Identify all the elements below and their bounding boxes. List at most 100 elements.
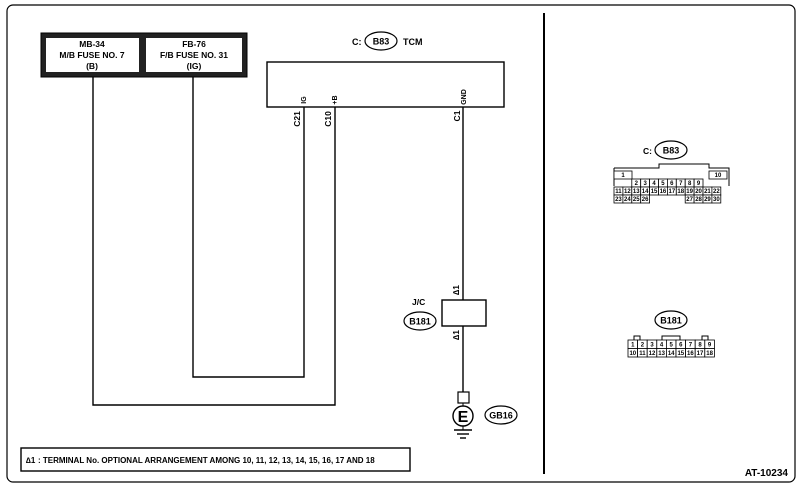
fuse-box-fb76 <box>146 38 242 72</box>
b181-pin-1: 1 <box>631 343 635 349</box>
b83-pin-8: 8 <box>688 181 692 187</box>
pin-c1-signal: GND <box>461 89 468 105</box>
b83-pin-10: 10 <box>715 173 722 179</box>
b83-pin-21: 21 <box>704 189 711 195</box>
note-text: : TERMINAL No. OPTIONAL ARRANGEMENT AMON… <box>38 456 375 465</box>
b181-pin-7: 7 <box>689 343 693 349</box>
b83-pin-14: 14 <box>642 189 649 195</box>
b181-pin-9: 9 <box>708 343 712 349</box>
tcm-connector-label: B83 <box>373 37 390 47</box>
b83-pin-1: 1 <box>621 173 625 179</box>
b83-pin-26-cell <box>640 194 651 204</box>
pin-c10-terminal: C10 <box>323 111 333 127</box>
fuse-mb34-supply: (B) <box>86 61 98 71</box>
fuse-box-mb34 <box>46 38 139 72</box>
tcm-label: TCM <box>403 37 423 47</box>
b83-pin-7: 7 <box>679 181 683 187</box>
b83-pin-27: 27 <box>686 197 693 203</box>
jc-mark-top: ∆1 <box>451 285 461 295</box>
b181-pin-17: 17 <box>697 351 704 357</box>
b181-housing <box>633 335 641 340</box>
figure-id: AT-10234 <box>745 468 789 479</box>
ground-terminal <box>457 391 470 404</box>
b181-pin-6: 6 <box>679 343 683 349</box>
b181-oval <box>654 310 688 330</box>
b181-pin-15: 15 <box>677 351 684 357</box>
pin-c21-terminal: C21 <box>292 111 302 127</box>
b83-pin-24: 24 <box>624 197 631 203</box>
ground-point: E GB16 <box>452 391 518 439</box>
b83-pin-5: 5 <box>661 181 665 187</box>
fuse-panel: MB-34 M/B FUSE NO. 7 (B) FB-76 F/B FUSE … <box>40 32 248 78</box>
b83-pin-28: 28 <box>695 197 702 203</box>
fuse-fb76-name: F/B FUSE NO. 31 <box>160 50 228 60</box>
b83-pin-13: 13 <box>633 189 640 195</box>
pin-c10-signal: +B <box>332 95 339 104</box>
b181-pin-10: 10 <box>629 351 636 357</box>
b83-pin-22: 22 <box>713 189 720 195</box>
tcm-connector-oval <box>364 31 398 51</box>
b83-pin-12: 12 <box>624 189 631 195</box>
b83-pin-11: 11 <box>615 189 622 195</box>
b83-name: B83 <box>663 146 680 156</box>
tcm-prefix: C: <box>352 37 362 47</box>
b181-pin-4: 4 <box>660 343 664 349</box>
b181-pin-18: 18 <box>706 351 713 357</box>
joint-connector: J/C B181 ∆1 ∆1 <box>403 285 487 340</box>
jc-connector-oval <box>403 311 437 331</box>
fuse-fb76-supply: (IG) <box>187 61 202 71</box>
wire-battery <box>92 77 336 406</box>
tcm-box <box>266 61 505 108</box>
wire-ig <box>192 77 305 378</box>
b83-pin-3: 3 <box>643 181 647 187</box>
b83-oval <box>654 140 688 160</box>
diagram-frame <box>6 4 796 483</box>
b83-pin-6: 6 <box>670 181 674 187</box>
b83-pin-19: 19 <box>686 189 693 195</box>
b83-pin-30-cell <box>711 194 722 204</box>
b181-pin-11: 11 <box>639 351 646 357</box>
b83-pin-9: 9 <box>697 181 701 187</box>
jc-mark-bottom: ∆1 <box>451 330 461 340</box>
b83-pin-16: 16 <box>660 189 667 195</box>
b83-pin-15: 15 <box>651 189 658 195</box>
b181-pin-18-cell <box>704 348 715 358</box>
ground-code-oval <box>484 405 518 425</box>
b83-housing <box>614 163 730 186</box>
b83-prefix: C: <box>643 146 652 156</box>
b83-pin-2: 2 <box>635 181 639 187</box>
b83-pin-25: 25 <box>633 197 640 203</box>
tcm-unit: C: B83 TCM IG +B GND C21 C10 C1 <box>266 31 505 127</box>
b181-pin-16: 16 <box>687 351 694 357</box>
note-mark: ∆1 <box>26 456 36 465</box>
b83-pin-17: 17 <box>669 189 676 195</box>
pin-c1-terminal: C1 <box>452 110 462 121</box>
b83-pin-1-cell <box>613 170 633 180</box>
b83-pin-29: 29 <box>704 197 711 203</box>
b83-pin-26: 26 <box>642 197 649 203</box>
note-box: ∆1 : TERMINAL No. OPTIONAL ARRANGEMENT A… <box>20 447 411 472</box>
fuse-fb76-code: FB-76 <box>182 39 206 49</box>
b83-pin-18: 18 <box>677 189 684 195</box>
b181-pin-8: 8 <box>698 343 702 349</box>
b83-pin-20: 20 <box>695 189 702 195</box>
b181-pin-2: 2 <box>641 343 645 349</box>
jc-label: J/C <box>412 297 425 307</box>
b83-pin-30: 30 <box>713 197 720 203</box>
pin-c21-signal: IG <box>301 96 308 104</box>
wires <box>92 77 464 406</box>
jc-box <box>441 299 487 327</box>
b83-pin-10-cell <box>708 170 728 180</box>
fuse-mb34-code: MB-34 <box>79 39 105 49</box>
b181-pin-12: 12 <box>649 351 656 357</box>
b83-pin-4: 4 <box>652 181 656 187</box>
ground-symbol: E <box>458 409 469 426</box>
b181-name: B181 <box>660 316 682 326</box>
b181-pin-14: 14 <box>668 351 675 357</box>
b181-pin-13: 13 <box>658 351 665 357</box>
fuse-mb34-name: M/B FUSE NO. 7 <box>59 50 124 60</box>
ground-code: GB16 <box>489 411 513 421</box>
